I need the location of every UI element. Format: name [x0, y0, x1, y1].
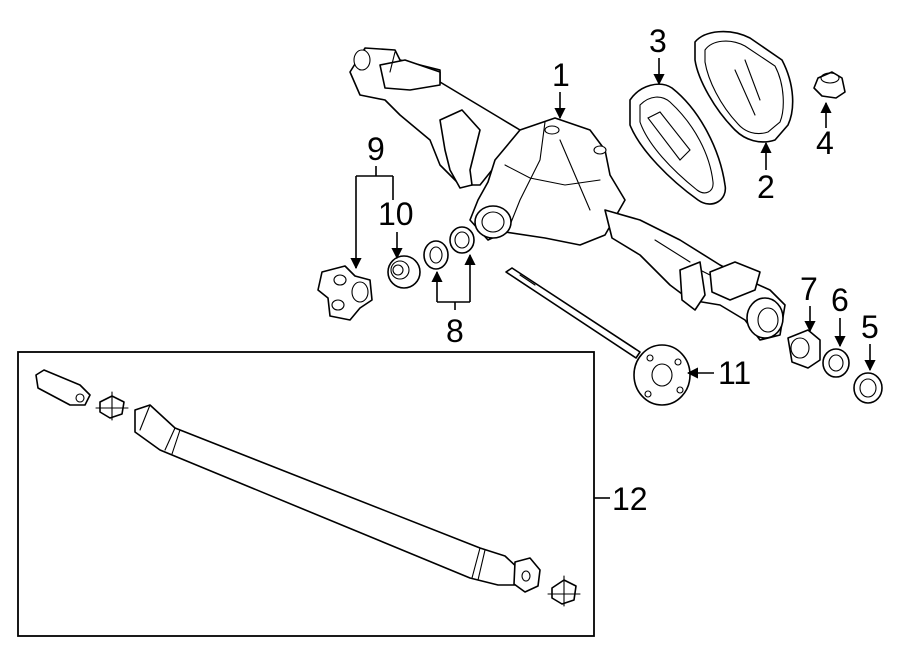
axle-housing [349, 47, 786, 341]
axle-bearing [787, 329, 821, 369]
callout-11: 11 [718, 355, 751, 391]
axle-shaft [505, 267, 691, 406]
axle-seal [822, 348, 850, 378]
callout-10: 10 [378, 196, 414, 232]
pinion-yoke [317, 265, 373, 321]
callout-3: 3 [649, 23, 667, 59]
pinion-seal [387, 255, 421, 289]
differential-cover [694, 30, 794, 143]
callout-4: 4 [816, 125, 834, 161]
callout-2: 2 [757, 169, 775, 205]
callout-8: 8 [446, 313, 464, 349]
callout-labels: 1 2 3 4 5 6 7 8 9 10 11 12 [367, 23, 879, 517]
fill-plug [813, 71, 846, 99]
callout-6: 6 [831, 282, 849, 318]
leader-9 [355, 166, 394, 268]
callout-7: 7 [800, 271, 818, 307]
drive-shaft-box [17, 351, 595, 637]
drive-shaft [35, 369, 581, 607]
callout-5: 5 [861, 309, 879, 345]
cover-gasket [629, 83, 727, 205]
outer-seal [853, 372, 883, 404]
callout-1: 1 [552, 57, 570, 93]
callout-12: 12 [612, 481, 648, 517]
pinion-bearings [423, 226, 475, 270]
leader-lines [350, 58, 876, 499]
callout-9: 9 [367, 131, 385, 167]
